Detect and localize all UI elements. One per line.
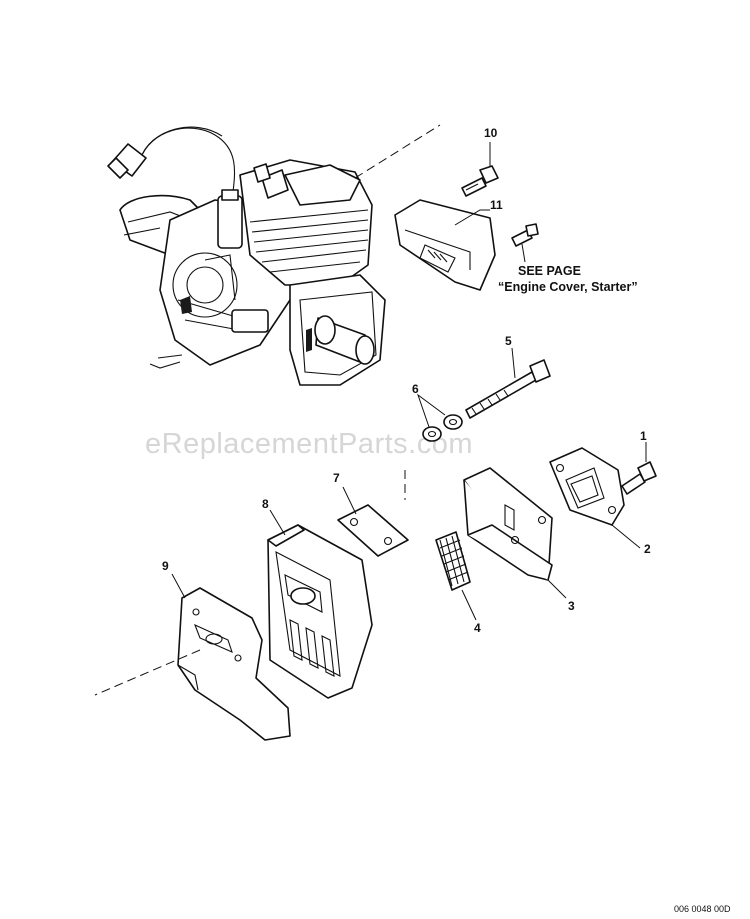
part-5-long-bolt: 5 — [465, 334, 551, 419]
part-9-muffler-cover: 9 — [162, 559, 291, 741]
callout-7: 7 — [333, 471, 340, 485]
part-3-heat-shield: 3 — [463, 467, 575, 613]
part-1-bolt: 1 — [621, 429, 657, 495]
see-page-reference: “Engine Cover, Starter” — [498, 280, 638, 294]
callout-10: 10 — [484, 126, 498, 140]
callout-8: 8 — [262, 497, 269, 511]
part-6-washers: 6 — [412, 382, 463, 442]
part-4-screen: 4 — [435, 531, 481, 635]
part-11-cover: 11 — [394, 198, 539, 291]
callout-5: 5 — [505, 334, 512, 348]
part-2-gasket: 2 — [549, 447, 651, 556]
callout-2: 2 — [644, 542, 651, 556]
callout-9: 9 — [162, 559, 169, 573]
callout-1: 1 — [640, 429, 647, 443]
engine-assembly — [107, 126, 386, 386]
callout-6: 6 — [412, 382, 419, 396]
part-10-bolt: 10 — [461, 126, 499, 197]
callout-3: 3 — [568, 599, 575, 613]
part-7-gasket: 7 — [333, 471, 409, 557]
callout-4: 4 — [474, 621, 481, 635]
alignment-line-top — [354, 124, 441, 179]
watermark: eReplacementParts.com — [145, 428, 473, 460]
part-8-muffler: 8 — [262, 497, 373, 699]
see-page-label: SEE PAGE — [518, 264, 581, 278]
drawing-code: 006 0048 00D — [674, 904, 731, 914]
callout-11: 11 — [490, 198, 503, 212]
alignment-line-bottom — [94, 649, 201, 696]
